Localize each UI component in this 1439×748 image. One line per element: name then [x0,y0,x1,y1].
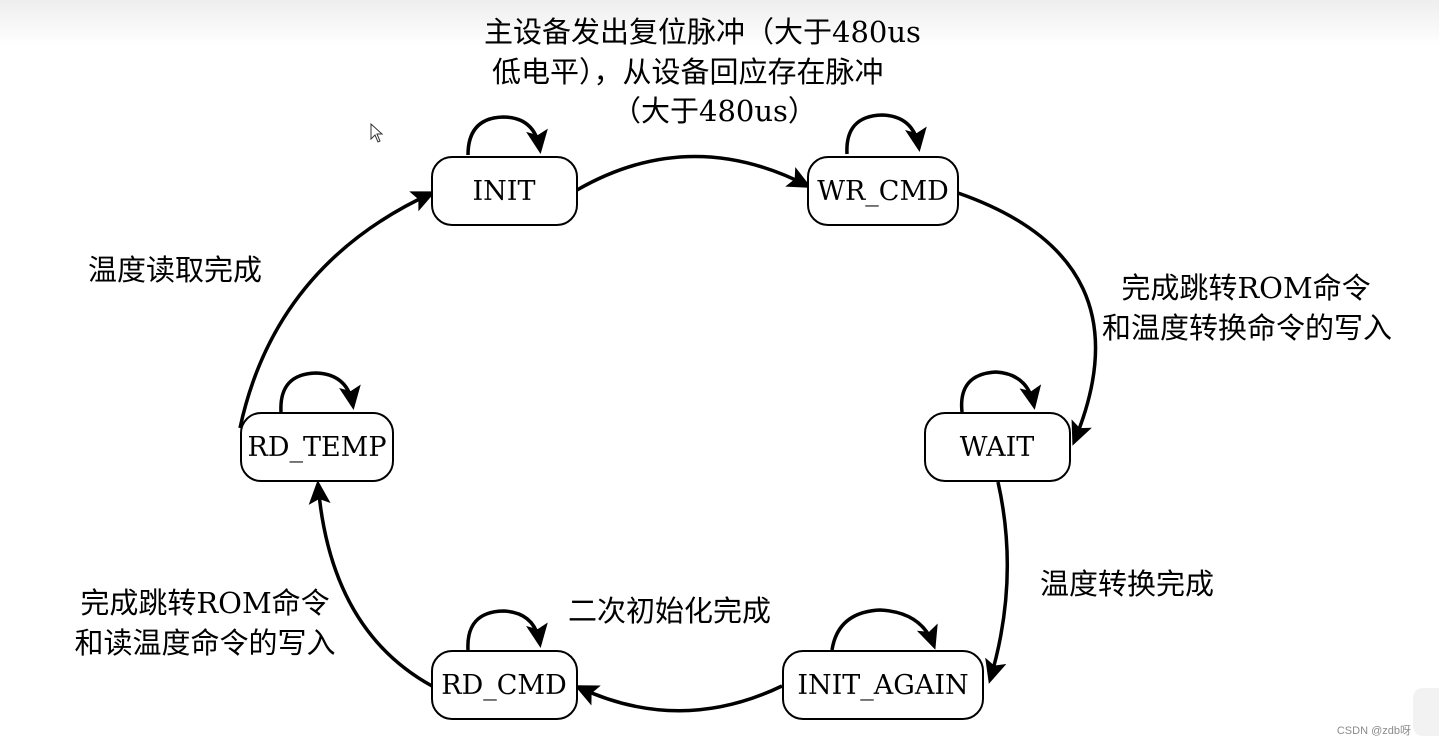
self-loop-wr-cmd [845,113,927,155]
label-init-to-wr-cmd-line-3: （大于480us） [612,94,817,128]
state-wr-cmd: WR_CMD [807,156,959,226]
top-gradient [0,0,1439,46]
label-init-again-to-rd-cmd: 二次初始化完成 [568,594,771,628]
label-init-to-wr-cmd-line-2: 低电平），从设备回应存在脉冲 [492,55,884,89]
label-rd-cmd-to-rd-temp: 完成跳转ROM命令 和读温度命令的写入 [74,586,335,660]
label-init-to-wr-cmd-line-1: 主设备发出复位脉冲（大于480us [484,15,921,49]
edge-rd-cmd-to-rd-temp [308,480,433,688]
state-rd-temp: RD_TEMP [240,412,394,482]
state-init-again: INIT_AGAIN [782,650,984,720]
self-loop-rd-temp [279,371,361,413]
state-init-again-label: INIT_AGAIN [797,670,968,701]
self-loop-rd-cmd [466,609,548,651]
edge-init-to-wr-cmd [576,154,812,192]
edge-wait-to-init-again [985,481,1010,684]
self-loop-init [466,115,548,156]
edge-init-again-to-rd-cmd [574,684,783,713]
label-rd-cmd-to-rd-temp-line-2: 和读温度命令的写入 [74,626,335,660]
state-init: INIT [431,156,578,226]
mouse-cursor-icon [370,123,384,143]
state-wr-cmd-label: WR_CMD [817,176,949,207]
self-loop-init-again [830,608,938,651]
self-loop-wait [959,370,1042,413]
state-wait-label: WAIT [960,432,1035,463]
state-wait: WAIT [924,412,1071,482]
label-wait-to-init-again: 温度转换完成 [1040,567,1214,601]
label-rd-temp-to-init: 温度读取完成 [88,253,262,287]
watermark: CSDN @zdb呀 [1336,725,1411,737]
edge-rd-temp-to-init [238,191,436,429]
label-wr-cmd-to-wait-line-1: 完成跳转ROM命令 [1121,271,1370,305]
label-rd-cmd-to-rd-temp-line-1: 完成跳转ROM命令 [80,586,329,620]
side-scroll-widget[interactable] [1413,688,1439,736]
state-rd-temp-label: RD_TEMP [247,432,386,463]
label-wr-cmd-to-wait-line-2: 和温度转换命令的写入 [1102,311,1392,345]
state-rd-cmd: RD_CMD [431,650,578,720]
state-init-label: INIT [473,176,536,207]
edge-wr-cmd-to-wait [957,191,1098,446]
label-wr-cmd-to-wait: 完成跳转ROM命令 和温度转换命令的写入 [1102,271,1392,345]
state-rd-cmd-label: RD_CMD [441,670,566,701]
label-init-to-wr-cmd: 主设备发出复位脉冲（大于480us 低电平），从设备回应存在脉冲 （大于480u… [484,15,921,128]
